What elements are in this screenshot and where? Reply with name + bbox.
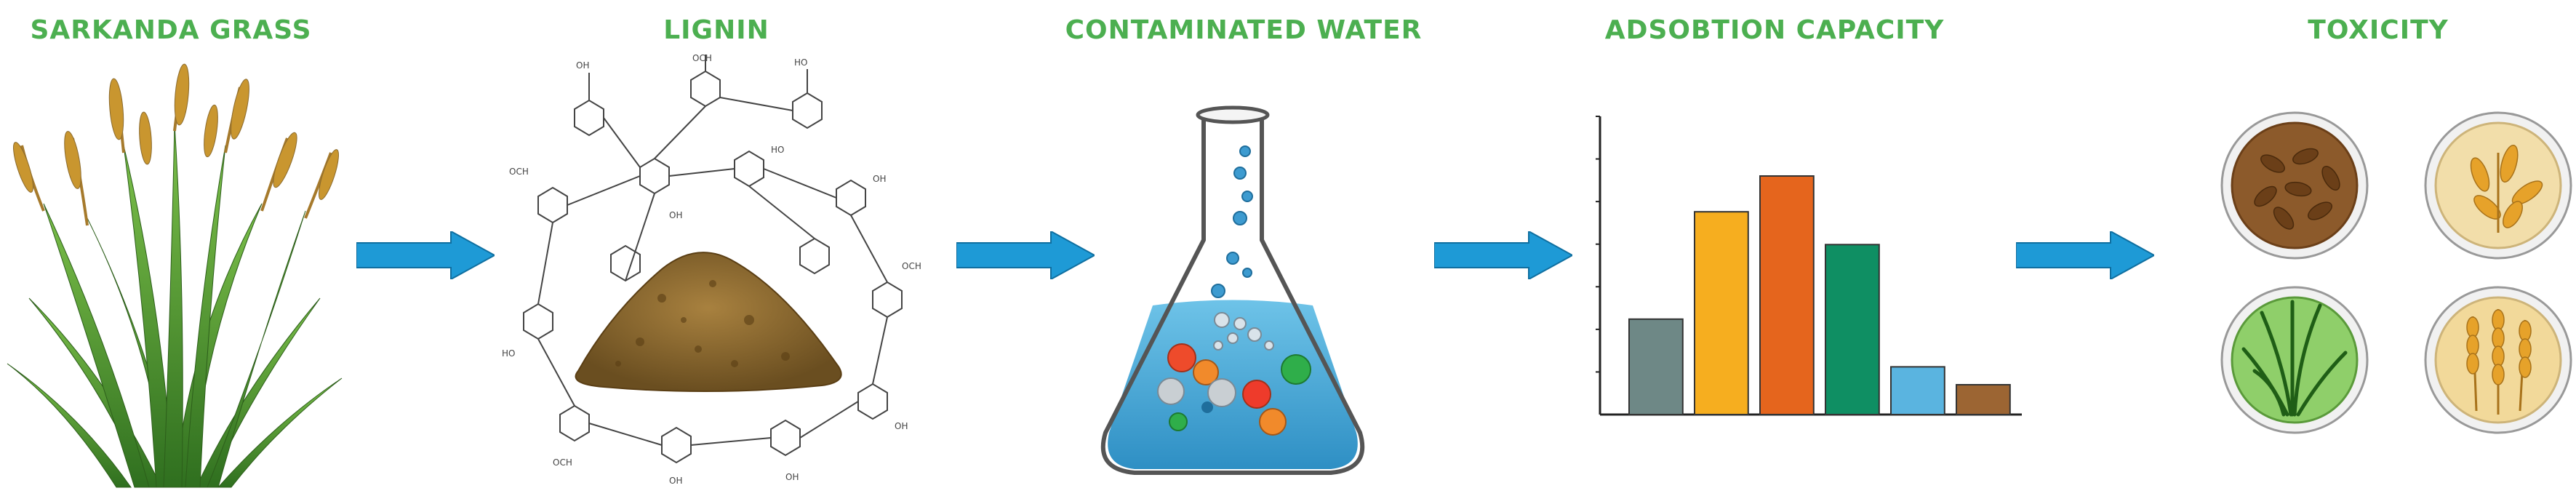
- svg-text:OCH: OCH: [692, 53, 712, 63]
- right-arrow-icon: [356, 231, 495, 279]
- svg-text:OH: OH: [873, 174, 886, 184]
- petri-dish-icon: [2424, 111, 2572, 260]
- chart-bar-1: [1628, 318, 1684, 415]
- petri-dish-icon: [2424, 286, 2572, 434]
- svg-text:OH: OH: [576, 60, 589, 71]
- lignin-illustration: OH OCH HO OCH OH HO OH HO OCH OCH OH OH …: [495, 51, 931, 495]
- right-arrow-icon: [2016, 231, 2154, 279]
- sarkanda-grass-illustration: [0, 58, 349, 495]
- svg-text:OH: OH: [895, 421, 908, 431]
- chart-bar-2: [1694, 211, 1749, 415]
- svg-text:HO: HO: [794, 57, 807, 68]
- svg-text:OH: OH: [669, 210, 682, 220]
- stage-title-contaminated-water: CONTAMINATED WATER: [1065, 15, 1423, 45]
- petri-dish-icon: [2220, 286, 2369, 434]
- right-arrow-icon: [956, 231, 1095, 279]
- svg-text:OH: OH: [785, 472, 799, 482]
- right-arrow-icon: [1434, 231, 1572, 279]
- stage-title-adsorption-capacity: ADSOBTION CAPACITY: [1604, 15, 1945, 45]
- svg-text:OCH: OCH: [902, 261, 921, 271]
- svg-text:HO: HO: [771, 145, 784, 155]
- flask-icon: [1091, 102, 1375, 480]
- toxicity-petri-dishes: [2211, 109, 2576, 444]
- chart-bar-3: [1759, 175, 1815, 415]
- chart-bar-5: [1890, 366, 1945, 415]
- stage-title-toxicity: TOXICITY: [2308, 15, 2449, 45]
- petri-dish-icon: [2220, 111, 2369, 260]
- svg-text:HO: HO: [502, 348, 515, 359]
- chart-bar-4: [1825, 244, 1880, 415]
- adsorption-capacity-chart: [1585, 109, 2036, 422]
- svg-text:OH: OH: [669, 476, 682, 486]
- stage-title-sarkanda-grass: SARKANDA GRASS: [30, 15, 312, 45]
- stage-title-lignin: LIGNIN: [663, 15, 769, 45]
- chart-bar-6: [1956, 384, 2011, 415]
- svg-text:OCH: OCH: [553, 457, 572, 468]
- svg-text:OCH: OCH: [509, 167, 529, 177]
